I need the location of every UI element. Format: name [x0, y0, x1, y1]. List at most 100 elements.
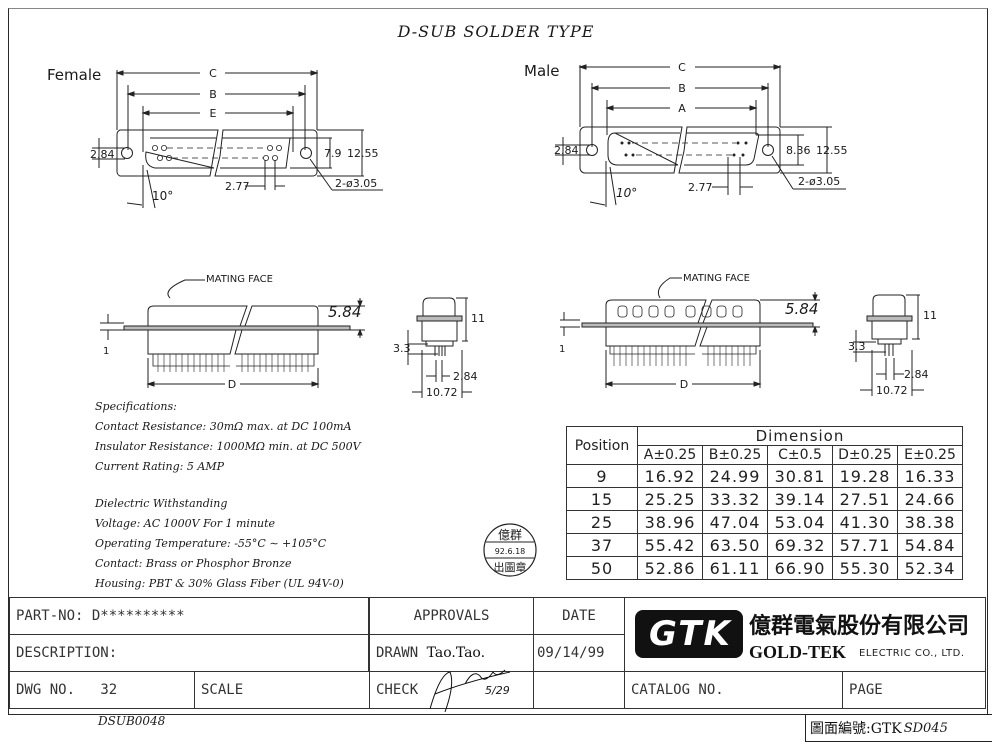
approvals-label: APPROVALS: [413, 608, 490, 624]
female-front-view: C B E 2.84 7.9 12.55 2.77 2-ø3.05 10°: [90, 67, 383, 209]
column-header-d: D±0.25: [832, 445, 898, 465]
svg-text:7.9: 7.9: [324, 147, 342, 160]
column-header-b: B±0.25: [702, 445, 768, 465]
table-row: 37 55.42 63.50 69.32 57.71 54.84: [566, 533, 963, 557]
page-cell: PAGE: [842, 671, 986, 709]
svg-text:8.36: 8.36: [786, 144, 811, 157]
drawing-number-handwritten: SD045: [903, 720, 948, 736]
value-cell: 53.04: [767, 510, 833, 534]
value-cell: 39.14: [767, 487, 833, 511]
company-name-chinese: 億群電氣股份有限公司: [749, 613, 970, 639]
scale-label: SCALE: [201, 682, 244, 698]
value-cell: 38.38: [897, 510, 963, 534]
spec-voltage: Voltage: AC 1000V For 1 minute: [95, 517, 276, 530]
value-cell: 30.81: [767, 464, 833, 488]
value-cell: 25.25: [637, 487, 703, 511]
svg-text:11: 11: [923, 309, 937, 322]
value-cell: 27.51: [832, 487, 898, 511]
drawn-label: DRAWN: [376, 645, 419, 661]
svg-text:2-ø3.05: 2-ø3.05: [798, 175, 840, 188]
dwg-no-cell: DWG NO. 32: [9, 671, 195, 709]
value-cell: 38.96: [637, 510, 703, 534]
svg-text:11: 11: [471, 312, 485, 325]
position-cell: 50: [566, 556, 638, 580]
svg-text:12.55: 12.55: [816, 144, 848, 157]
svg-text:C: C: [209, 67, 217, 80]
catalog-no-cell: CATALOG NO.: [624, 671, 843, 709]
spec-operating-temperature: Operating Temperature: -55°C ∼ +105°C: [95, 537, 327, 550]
title-block: PART-NO: D********** DESCRIPTION: DWG NO…: [9, 597, 986, 713]
value-cell: 57.71: [832, 533, 898, 557]
gtk-logo: GTK: [635, 610, 743, 658]
part-no-value: D**********: [91, 608, 185, 624]
svg-text:2.77: 2.77: [225, 180, 250, 193]
dimension-table: Position Dimension A±0.25 B±0.25 C±0.5 D…: [566, 426, 963, 580]
part-no-label: PART-NO:: [16, 608, 84, 624]
drawn-date-cell: 09/14/99: [533, 634, 625, 672]
svg-text:D: D: [680, 378, 688, 391]
table-row: 15 25.25 33.32 39.14 27.51 24.66: [566, 487, 963, 511]
svg-text:12.55: 12.55: [347, 147, 379, 160]
svg-text:92.6.18: 92.6.18: [495, 547, 526, 556]
female-side-view: MATING FACE 5.84 1 D: [100, 274, 365, 391]
svg-text:億群: 億群: [498, 528, 522, 542]
drawing-number-box: 圖面編號:GTK SD045: [805, 714, 992, 742]
svg-text:2.84: 2.84: [90, 148, 115, 161]
male-end-view: 11 3.3 2.84 10.72: [848, 294, 937, 397]
approval-stamp: 億群 92.6.18 出圖章: [483, 523, 537, 577]
catalog-no-label: CATALOG NO.: [631, 682, 724, 698]
value-cell: 16.33: [897, 464, 963, 488]
value-cell: 52.34: [897, 556, 963, 580]
drawing-sheet-border: [8, 8, 988, 715]
female-end-view: 11 3.3 2.84 10.72: [393, 297, 485, 399]
svg-text:B: B: [678, 82, 686, 95]
svg-text:出圖章: 出圖章: [494, 560, 527, 574]
spec-contact-resistance: Contact Resistance: 30mΩ max. at DC 100m…: [95, 420, 352, 433]
check-label: CHECK: [376, 682, 419, 698]
spec-dielectric: Dielectric Withstanding: [95, 497, 228, 510]
part-no-cell: PART-NO: D**********: [9, 597, 369, 635]
company-cell: GTK 億群電氣股份有限公司 GOLD-TEK ELECTRIC CO., LT…: [624, 597, 986, 672]
male-view-label: Male: [524, 62, 560, 80]
spec-insulator-resistance: Insulator Resistance: 1000MΩ min. at DC …: [95, 440, 361, 453]
svg-text:2.84: 2.84: [904, 368, 929, 381]
company-suffix: ELECTRIC CO., LTD.: [859, 648, 965, 659]
position-header: Position: [566, 426, 638, 465]
drawing-number-label: 圖面編號:GTK: [810, 721, 902, 737]
value-cell: 63.50: [702, 533, 768, 557]
svg-text:3.3: 3.3: [848, 340, 866, 353]
column-header-e: E±0.25: [897, 445, 963, 465]
spec-housing: Housing: PBT & 30% Glass Fiber (UL 94V-0…: [95, 577, 344, 590]
specifications-heading: Specifications:: [95, 400, 177, 413]
female-view-label: Female: [47, 66, 102, 84]
value-cell: 19.28: [832, 464, 898, 488]
position-cell: 25: [566, 510, 638, 534]
value-cell: 55.30: [832, 556, 898, 580]
company-name-english: GOLD-TEK: [749, 642, 847, 662]
page-label: PAGE: [849, 682, 883, 698]
spec-current-rating: Current Rating: 5 AMP: [95, 460, 224, 473]
check-date-cell: [533, 671, 625, 709]
svg-text:MATING FACE: MATING FACE: [683, 273, 750, 284]
svg-text:5/29: 5/29: [485, 684, 510, 697]
svg-text:10.72: 10.72: [426, 386, 458, 399]
value-cell: 24.66: [897, 487, 963, 511]
table-row: 9 16.92 24.99 30.81 19.28 16.33: [566, 464, 963, 488]
svg-text:2-ø3.05: 2-ø3.05: [335, 177, 377, 190]
svg-text:3.3: 3.3: [393, 342, 411, 355]
svg-text:B: B: [209, 88, 217, 101]
dwg-no-value: 32: [100, 682, 118, 698]
handwritten-reference: DSUB0048: [98, 714, 166, 728]
value-cell: 33.32: [702, 487, 768, 511]
signature-icon: 5/29: [429, 669, 511, 713]
specifications-block: Specifications: Contact Resistance: 30mΩ…: [95, 397, 361, 594]
approvals-cell: APPROVALS: [369, 597, 534, 635]
svg-text:5.84: 5.84: [785, 300, 818, 318]
logo-text: GTK: [649, 614, 732, 654]
position-cell: 37: [566, 533, 638, 557]
value-cell: 41.30: [832, 510, 898, 534]
value-cell: 24.99: [702, 464, 768, 488]
date-header-cell: DATE: [533, 597, 625, 635]
svg-text:C: C: [678, 61, 686, 74]
value-cell: 69.32: [767, 533, 833, 557]
